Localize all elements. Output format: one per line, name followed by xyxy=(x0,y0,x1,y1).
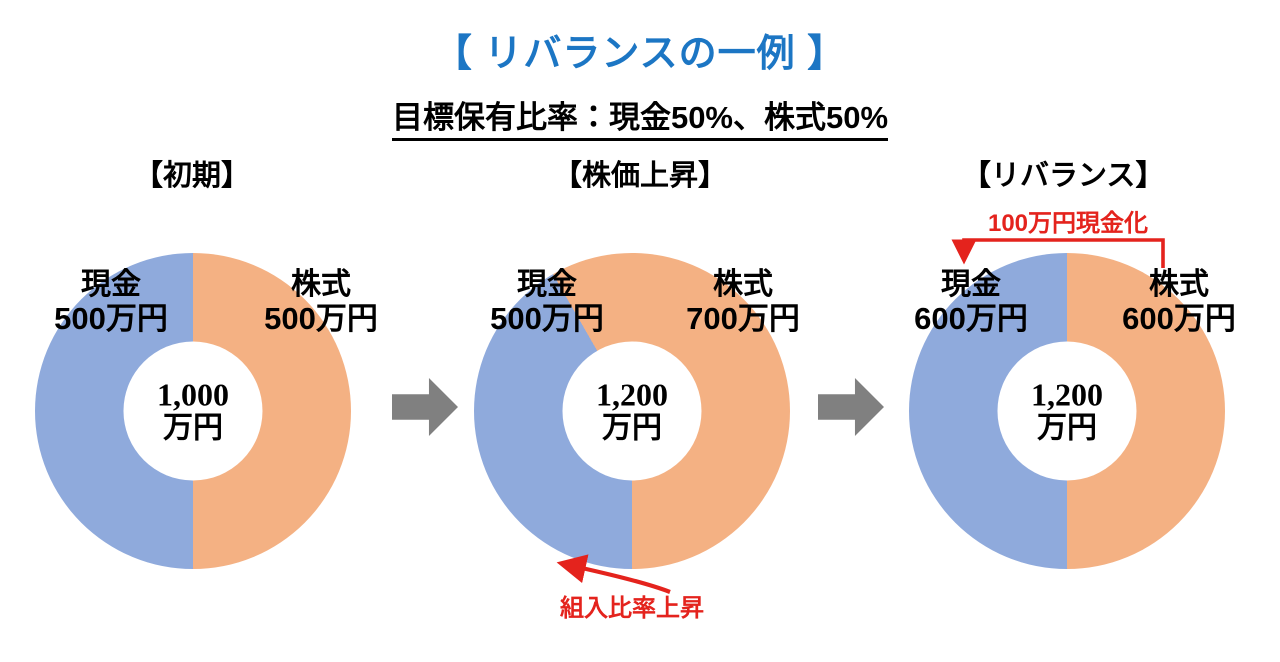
segment-name-cash: 現金 xyxy=(517,268,577,301)
donut-chart-rebalance: 1,200 万円 xyxy=(909,253,1225,569)
donut-center-rebalance: 1,200 万円 xyxy=(997,341,1137,481)
segment-name-cash: 現金 xyxy=(81,268,141,301)
cash-out-note: 100万円現金化 xyxy=(987,210,1149,237)
donut-center-stock-rise: 1,200 万円 xyxy=(562,341,702,481)
segment-value-cash: 500万円 xyxy=(490,300,604,336)
panel-header-stock-rise: 【株価上昇】 xyxy=(552,160,727,192)
segment-name-stock: 株式 xyxy=(291,268,351,301)
donut-center-unit: 万円 xyxy=(1037,411,1097,445)
segment-name-stock: 株式 xyxy=(1149,268,1209,301)
subtitle-wrapper: 目標保有比率：現金50%、株式50% xyxy=(0,92,1280,141)
page-title: 【 リバランスの一例 】 xyxy=(433,33,847,75)
donut-center-amount: 1,000 xyxy=(157,376,229,413)
flow-arrow-1-icon xyxy=(392,378,458,436)
segment-label-stock-initial: 株式 500万円 xyxy=(226,268,416,336)
segment-name-cash: 現金 xyxy=(941,268,1001,301)
segment-label-stock-stock-rise: 株式 700万円 xyxy=(648,268,838,336)
panel-header-rebalance: 【リバランス】 xyxy=(962,160,1165,192)
segment-label-cash-rebalance: 現金 600万円 xyxy=(876,268,1066,336)
donut-center-unit: 万円 xyxy=(602,411,662,445)
stock-rise-note: 組入比率上昇 xyxy=(560,595,704,622)
segment-label-cash-stock-rise: 現金 500万円 xyxy=(452,268,642,336)
segment-label-stock-rebalance: 株式 600万円 xyxy=(1084,268,1274,336)
segment-name-stock: 株式 xyxy=(713,268,773,301)
flow-arrow-2-icon xyxy=(818,378,884,436)
segment-value-stock: 500万円 xyxy=(264,300,378,336)
donut-center-initial: 1,000 万円 xyxy=(123,341,263,481)
donut-chart-stock-rise: 1,200 万円 xyxy=(474,253,790,569)
segment-value-stock: 700万円 xyxy=(686,300,800,336)
segment-value-cash: 500万円 xyxy=(54,300,168,336)
donut-center-unit: 万円 xyxy=(163,411,223,445)
donut-center-amount: 1,200 xyxy=(1031,376,1103,413)
segment-value-stock: 600万円 xyxy=(1122,300,1236,336)
donut-chart-initial: 1,000 万円 xyxy=(35,253,351,569)
donut-center-amount: 1,200 xyxy=(596,376,668,413)
stock-rise-arrow-icon xyxy=(556,554,671,594)
cash-out-bracket-icon xyxy=(951,238,1165,268)
segment-label-cash-initial: 現金 500万円 xyxy=(16,268,206,336)
page-subtitle: 目標保有比率：現金50%、株式50% xyxy=(391,92,889,141)
panel-header-initial: 【初期】 xyxy=(133,160,250,192)
segment-value-cash: 600万円 xyxy=(914,300,1028,336)
